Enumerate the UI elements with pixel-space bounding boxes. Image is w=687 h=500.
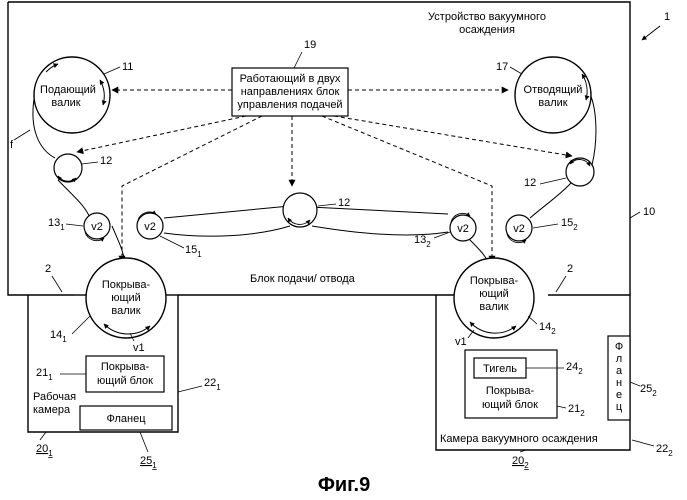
coating-unit-left-label-2: ющий блок [97,375,153,387]
coating-roll-left-label-1: Покрыва- [102,279,151,291]
flange-right-letter-6: ц [616,401,623,413]
supply-roll: Подающий валик 11 [34,57,133,133]
guide-roll-left-ref: 12 [100,155,112,167]
flange-right-letter-5: е [616,389,622,401]
coating-roll-left-label-2: ющий [111,292,141,304]
guide-roll-right: 12 [524,158,594,189]
chamber-left-ref-label: 201 [36,443,53,458]
speed-roll-right-a-label: v2 [457,223,469,235]
coating-roll-left-speed: v1 [133,342,145,354]
takeup-roll-label-2: валик [538,97,567,109]
supply-roll-ref: 11 [122,61,133,73]
flange-left-ref: 251 [140,455,157,470]
chamber-left-wall-ref-label: 221 [204,377,221,392]
film-ref: f [10,130,30,151]
coating-roll-left-label-3: валик [111,305,140,317]
guide-roll-center-ref: 12 [338,197,350,209]
takeup-roll: Отводящий валик 17 [496,57,591,133]
speed-roll-right-b-ref: 152 [561,217,578,232]
chamber-right-wall-ref-label: 222 [656,443,673,458]
film-ref-label: f [10,139,14,151]
coating-roll-right-label-3: валик [479,301,508,313]
chamber-right-wall-ref: 222 [632,440,673,458]
apparatus-title-line2: осаждения [459,24,515,36]
coating-unit-left: Покрыва- ющий блок 211 [36,356,164,392]
speed-roll-right-a: v2 132 [414,213,476,249]
chamber-left-name-2: камера [33,404,71,416]
coating-roll-right-label-1: Покрыва- [470,275,519,287]
speed-roll-right-b: v2 152 [506,215,578,243]
flange-left: Фланец 251 [80,406,172,470]
speed-roll-left-a-label: v2 [91,221,103,233]
partition-ref-right-label: 2 [567,263,573,275]
chamber-left-wall-ref: 221 [178,377,221,392]
coating-unit-right-ref: 212 [568,403,585,418]
chamber-left-ref: 201 [36,432,53,458]
coating-roll-left: Покрыва- ющий валик 141 v1 [50,258,166,354]
control-unit-line2: направлениях блок [241,86,340,98]
flange-left-label: Фланец [106,413,146,425]
guide-roll-right-ref: 12 [524,177,536,189]
partition-ref-right: 2 [556,263,573,292]
partition-ref-left: 2 [45,263,62,292]
speed-roll-left-b-label: v2 [144,221,156,233]
apparatus-ref: 1 [642,11,670,40]
chamber-right-ref: 202 [512,450,529,470]
guide-roll-left: 12 [54,154,112,182]
apparatus-ref-label: 1 [664,11,670,23]
feed-section-label: Блок подачи/ отвода [250,273,356,285]
coating-roll-right-ref: 142 [539,321,556,336]
control-unit-ref: 19 [304,39,316,51]
housing-ref: 10 [630,206,655,218]
crucible-label: Тигель [483,363,517,375]
speed-roll-left-a: v2 131 [48,213,110,241]
speed-roll-right-a-ref: 132 [414,234,431,249]
coating-roll-left-ref: 141 [50,329,67,344]
flange-right-letter-2: л [616,353,622,365]
chamber-right-ref-label: 202 [512,455,529,470]
takeup-roll-label-1: Отводящий [524,84,583,96]
partition-ref-left-label: 2 [45,263,51,275]
control-unit-line3: управления подачей [237,99,342,111]
flange-right-letter-1: Ф [615,341,623,353]
supply-roll-label-2: валик [51,97,80,109]
speed-roll-left-b-ref: 151 [185,244,202,259]
speed-roll-left-a-ref: 131 [48,217,65,232]
control-unit: Работающий в двух направлениях блок упра… [232,39,348,116]
coating-roll-right: Покрыва- ющий валик 142 v1 [454,258,556,348]
control-unit-line1: Работающий в двух [240,73,341,85]
coating-roll-right-speed: v1 [455,336,467,348]
flange-right-ref: 252 [640,383,657,398]
coating-unit-right-label-1: Покрыва- [486,385,535,397]
coating-unit-left-label-1: Покрыва- [101,361,150,373]
flange-right: Ф л а н е ц 252 [608,336,657,420]
coating-roll-right-label-2: ющий [479,288,509,300]
flange-right-letter-4: н [616,377,622,389]
supply-roll-label-1: Подающий [40,84,96,96]
housing-ref-label: 10 [643,206,655,218]
chamber-right-name: Камера вакуумного осаждения [440,433,598,445]
chamber-left-name-1: Рабочая [33,391,76,403]
coating-unit-left-ref: 211 [36,367,53,382]
guide-roll-center: 12 [283,193,350,227]
apparatus-title-line1: Устройство вакуумного [428,11,546,23]
coating-unit-right-label-2: ющий блок [482,399,538,411]
flange-right-letter-3: а [616,365,623,377]
speed-roll-right-b-label: v2 [513,223,525,235]
crucible-ref: 242 [566,361,583,376]
figure-caption: Фиг.9 [318,474,370,496]
takeup-roll-ref: 17 [496,61,508,73]
